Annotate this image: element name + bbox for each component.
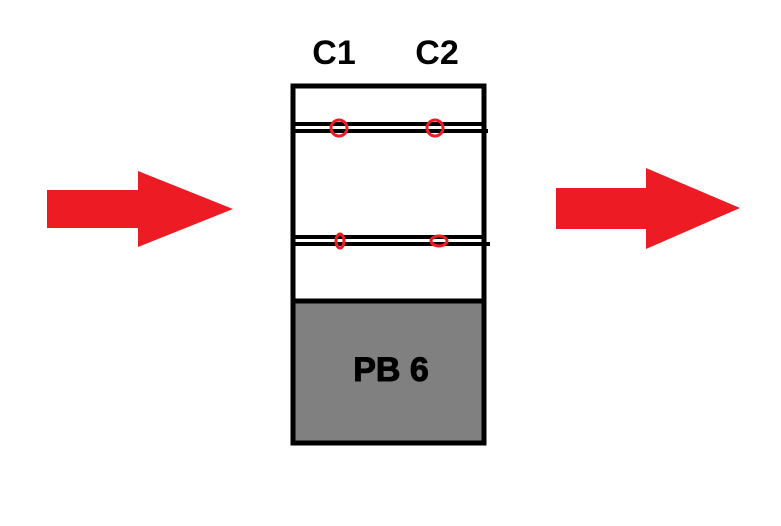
column-label-c2: C2 (415, 34, 458, 72)
left-arrow (47, 171, 233, 247)
block-fill (293, 301, 484, 443)
block-outline (290, 83, 487, 446)
right-arrow (556, 168, 740, 249)
block-label: PB 6 (353, 351, 429, 389)
column-label-c1: C1 (312, 34, 355, 72)
marker-c1-top (329, 118, 349, 138)
marker-c1-bottom (334, 232, 346, 250)
marker-c2-top (425, 118, 445, 138)
top-reinforcement-layer (293, 122, 488, 133)
marker-c2-bottom (429, 234, 449, 248)
bottom-reinforcement-layer (293, 235, 490, 246)
